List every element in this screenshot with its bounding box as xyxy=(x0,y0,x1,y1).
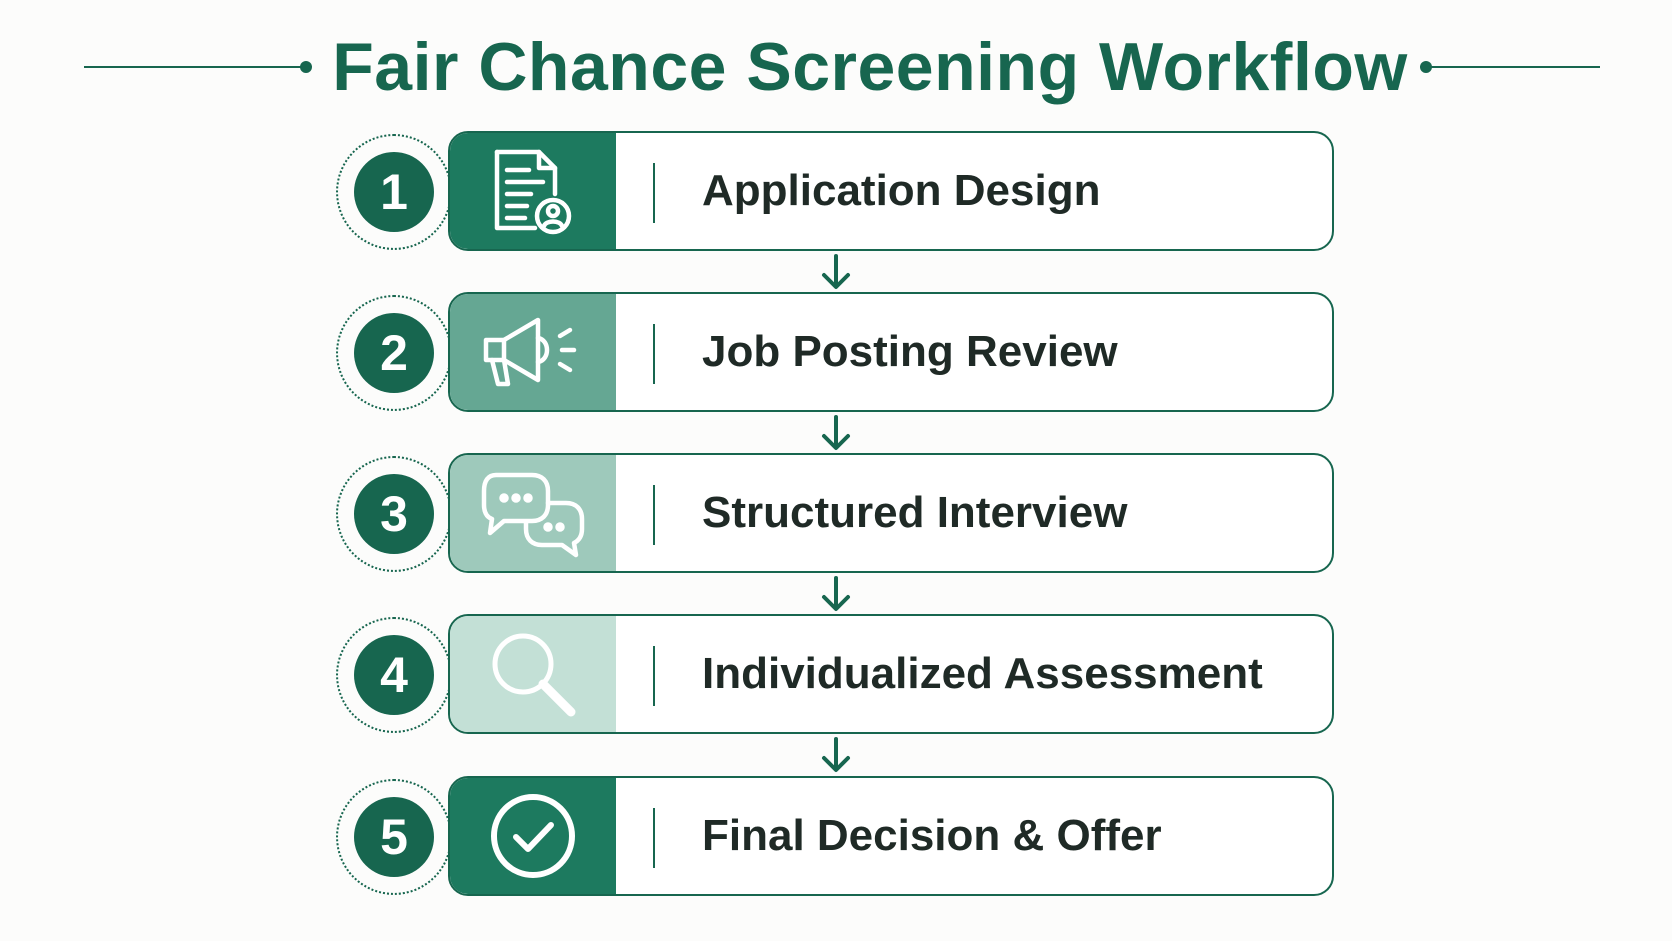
page-title: Fair Chance Screening Workflow xyxy=(332,29,1408,105)
step-number-badge: 2 xyxy=(336,295,452,411)
arrow-down-icon xyxy=(822,576,850,611)
step-number: 2 xyxy=(354,313,434,393)
step-icon-panel xyxy=(450,778,616,894)
check-circle-icon xyxy=(488,791,578,881)
step-label: Job Posting Review xyxy=(702,327,1118,376)
step-number: 5 xyxy=(354,797,434,877)
step-divider xyxy=(653,324,655,384)
workflow-step-3: 3 Structured Interview xyxy=(336,453,1336,575)
step-label: Final Decision & Offer xyxy=(702,811,1162,860)
step-icon-panel xyxy=(450,616,616,732)
step-icon-panel xyxy=(450,133,616,249)
step-divider xyxy=(653,485,655,545)
step-number-badge: 5 xyxy=(336,779,452,895)
step-number-badge: 1 xyxy=(336,134,452,250)
title-row: Fair Chance Screening Workflow xyxy=(0,22,1672,112)
arrow-down-icon xyxy=(822,737,850,772)
step-card: Application Design xyxy=(448,131,1334,251)
workflow-step-5: 5 Final Decision & Offer xyxy=(336,776,1336,898)
workflow-step-4: 4 Individualized Assessment xyxy=(336,614,1336,736)
step-card: Structured Interview xyxy=(448,453,1334,573)
chat-bubbles-icon xyxy=(478,467,588,559)
megaphone-icon xyxy=(478,310,588,394)
step-number: 4 xyxy=(354,635,434,715)
title-rule-dot-left xyxy=(300,61,312,73)
step-card: Job Posting Review xyxy=(448,292,1334,412)
arrow-down-icon xyxy=(822,415,850,450)
step-divider xyxy=(653,163,655,223)
workflow-step-2: 2 Job Posting Review xyxy=(336,292,1336,414)
step-number-badge: 4 xyxy=(336,617,452,733)
step-label: Structured Interview xyxy=(702,488,1128,537)
document-user-icon xyxy=(491,146,575,236)
title-rule-dot-right xyxy=(1420,61,1432,73)
step-divider xyxy=(653,646,655,706)
title-rule-right xyxy=(1430,66,1600,68)
step-divider xyxy=(653,808,655,868)
step-card: Final Decision & Offer xyxy=(448,776,1334,896)
step-icon-panel xyxy=(450,294,616,410)
step-label: Individualized Assessment xyxy=(702,649,1263,698)
step-number: 3 xyxy=(354,474,434,554)
step-icon-panel xyxy=(450,455,616,571)
magnifier-icon xyxy=(485,626,581,722)
step-card: Individualized Assessment xyxy=(448,614,1334,734)
step-number: 1 xyxy=(354,152,434,232)
title-rule-left xyxy=(84,66,304,68)
arrow-down-icon xyxy=(822,254,850,289)
step-number-badge: 3 xyxy=(336,456,452,572)
workflow-step-1: 1 Application Design xyxy=(336,131,1336,253)
step-label: Application Design xyxy=(702,166,1101,215)
